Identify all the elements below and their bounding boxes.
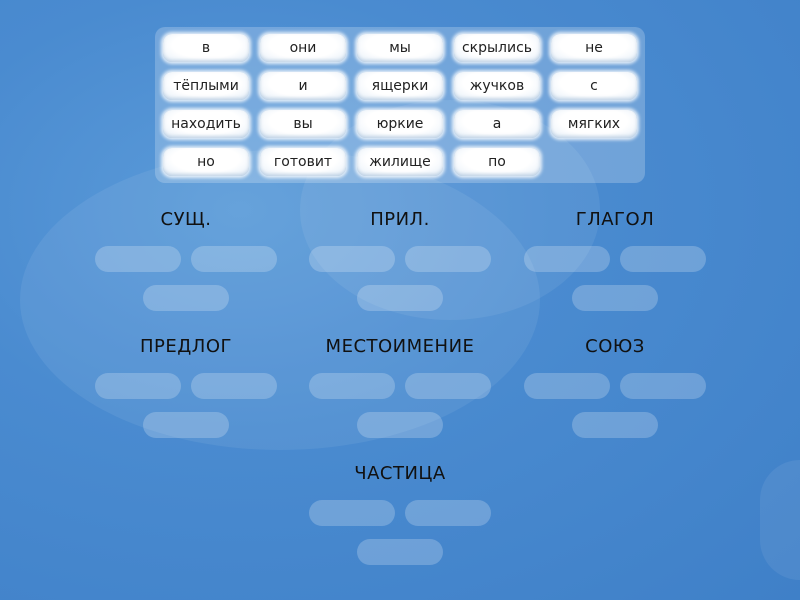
group-title: ЧАСТИЦА xyxy=(354,463,446,484)
group-title: ПРИЛ. xyxy=(370,209,430,230)
group-title: МЕСТОИМЕНИЕ xyxy=(325,336,475,357)
drop-slot[interactable] xyxy=(143,412,229,438)
drop-slot[interactable] xyxy=(309,373,395,399)
drop-slot[interactable] xyxy=(357,539,443,565)
word-tile[interactable]: мягких xyxy=(551,110,637,138)
word-tile[interactable]: по xyxy=(454,148,540,176)
drop-slot[interactable] xyxy=(572,412,658,438)
word-tile[interactable]: и xyxy=(260,72,346,100)
word-tile[interactable]: не xyxy=(551,34,637,62)
word-tile[interactable]: тёплыми xyxy=(163,72,249,100)
drop-slot[interactable] xyxy=(357,412,443,438)
word-tile[interactable]: жилище xyxy=(357,148,443,176)
drop-slot[interactable] xyxy=(191,246,277,272)
word-tile[interactable]: но xyxy=(163,148,249,176)
drop-slot[interactable] xyxy=(357,285,443,311)
word-tile[interactable]: готовит xyxy=(260,148,346,176)
drop-slot[interactable] xyxy=(143,285,229,311)
background-cloud xyxy=(300,100,600,320)
drop-slot[interactable] xyxy=(620,246,706,272)
drop-slot[interactable] xyxy=(524,373,610,399)
background-cloud xyxy=(760,460,800,580)
word-tile[interactable]: юркие xyxy=(357,110,443,138)
word-tile[interactable]: скрылись xyxy=(454,34,540,62)
word-tile[interactable]: они xyxy=(260,34,346,62)
group-title: СОЮЗ xyxy=(585,336,645,357)
word-tile[interactable]: жучков xyxy=(454,72,540,100)
word-tile[interactable]: ящерки xyxy=(357,72,443,100)
drop-slot[interactable] xyxy=(405,500,491,526)
word-tile[interactable]: с xyxy=(551,72,637,100)
word-tile[interactable]: мы xyxy=(357,34,443,62)
drop-slot[interactable] xyxy=(620,373,706,399)
word-tile[interactable]: вы xyxy=(260,110,346,138)
background-cloud xyxy=(20,150,540,450)
drop-slot[interactable] xyxy=(405,246,491,272)
drop-slot[interactable] xyxy=(309,246,395,272)
group-title: ГЛАГОЛ xyxy=(575,209,655,230)
drop-slot[interactable] xyxy=(95,373,181,399)
word-tile[interactable]: в xyxy=(163,34,249,62)
word-tile[interactable]: а xyxy=(454,110,540,138)
drop-slot[interactable] xyxy=(95,246,181,272)
drop-slot[interactable] xyxy=(405,373,491,399)
drop-slot[interactable] xyxy=(191,373,277,399)
drop-slot[interactable] xyxy=(309,500,395,526)
group-title: СУЩ. xyxy=(160,209,212,230)
group-title: ПРЕДЛОГ xyxy=(139,336,232,357)
word-tile[interactable]: находить xyxy=(163,110,249,138)
drop-slot[interactable] xyxy=(524,246,610,272)
drop-slot[interactable] xyxy=(572,285,658,311)
